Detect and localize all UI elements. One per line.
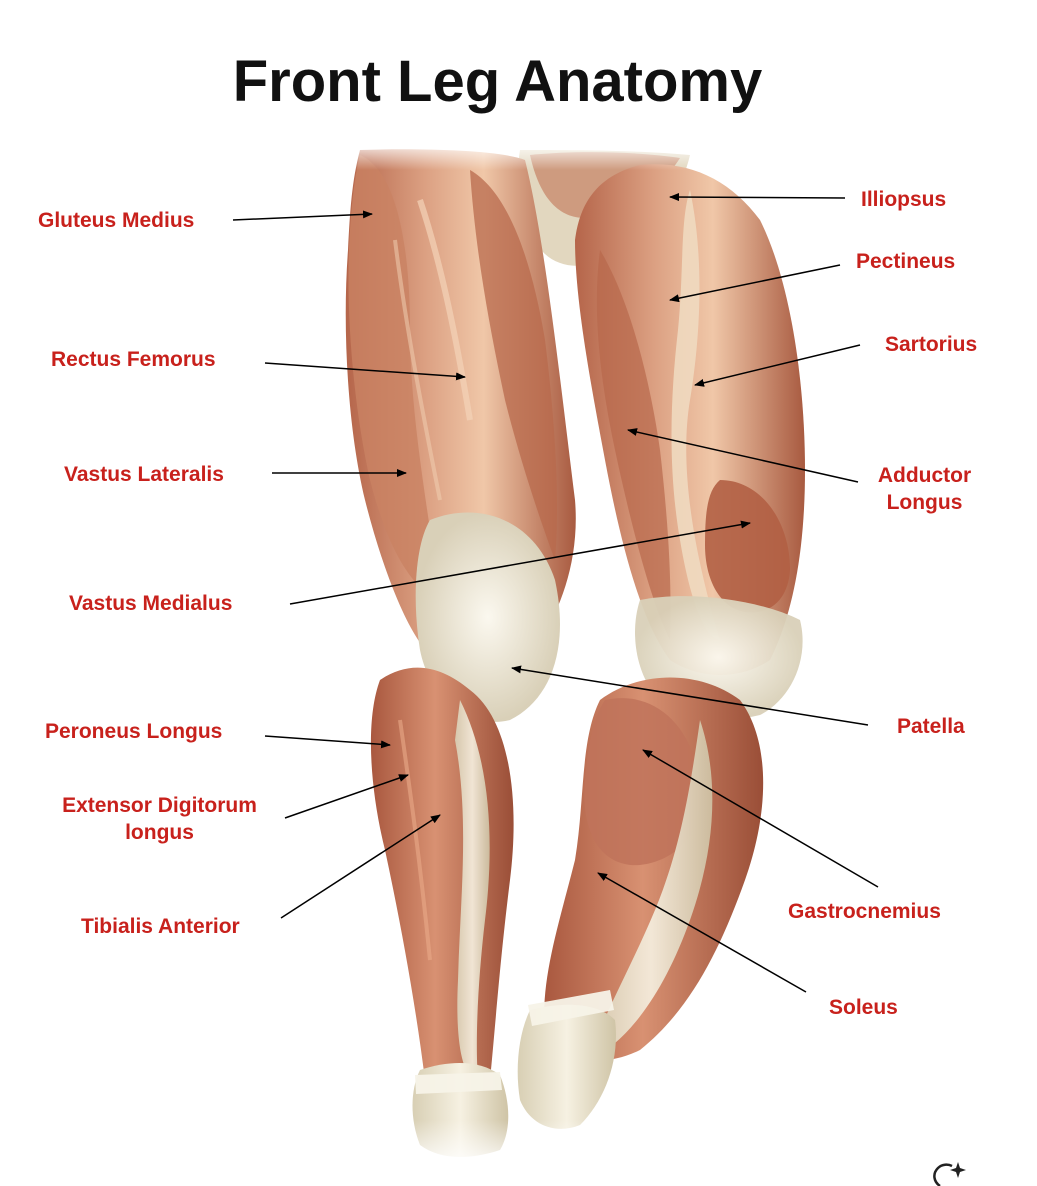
- left-ankle-band: [415, 1072, 502, 1094]
- label-peroneus-longus: Peroneus Longus: [45, 720, 223, 743]
- label-tibialis-anterior: Tibialis Anterior: [81, 915, 240, 938]
- bottom-fade: [380, 1120, 700, 1170]
- label-sartorius: Sartorius: [885, 333, 978, 356]
- label-patella: Patella: [897, 715, 965, 738]
- leader-peroneus-longus: [264, 735, 391, 749]
- left-thigh-striation: [417, 199, 473, 421]
- label-rectus-femorus: Rectus Femorus: [51, 348, 216, 371]
- right-vastus-medialus: [705, 480, 790, 613]
- right-thigh-adductor: [596, 250, 671, 640]
- leader-sartorius: [694, 344, 861, 387]
- leader-extensor-digitorum: [284, 774, 409, 819]
- left-thigh-striation: [393, 239, 442, 501]
- leader-pectineus: [669, 264, 841, 303]
- label-illiopsus: Illiopsus: [861, 188, 947, 211]
- label-vastus-medialus: Vastus Medialus: [69, 592, 233, 615]
- leader-vastus-medialus: [289, 520, 751, 605]
- label-adductor-line1: Adductor: [877, 464, 972, 487]
- right-ankle-band: [528, 990, 614, 1026]
- top-fade: [330, 140, 750, 170]
- leader-patella: [511, 665, 869, 726]
- leader-gastrocnemius: [642, 749, 879, 888]
- left-shin-striation: [398, 719, 432, 961]
- label-adductor-longus: Adductor Longus: [862, 462, 987, 516]
- label-pectineus: Pectineus: [856, 250, 956, 273]
- right-foot: [517, 1004, 616, 1129]
- right-thigh-sartorius: [671, 190, 720, 640]
- right-gastrocnemius: [584, 698, 701, 866]
- leader-gluteus-medius: [232, 210, 373, 221]
- leader-rectus-femorus: [264, 362, 466, 381]
- label-gluteus-medius: Gluteus Medius: [38, 209, 195, 232]
- left-thigh-medial: [470, 170, 557, 560]
- label-adductor-line2: Longus: [886, 491, 963, 514]
- left-shin-tendon: [455, 700, 490, 1080]
- label-extensor-digitorum-line2: longus: [125, 821, 194, 844]
- label-extensor-digitorum-longus: Extensor Digitorum longus: [47, 792, 272, 846]
- leader-soleus: [597, 872, 807, 993]
- sparkle-icon[interactable]: [924, 1162, 966, 1186]
- left-thigh-lateral: [348, 155, 440, 600]
- left-lower-leg: [370, 667, 514, 1088]
- leader-tibialis-anterior: [280, 814, 441, 919]
- label-vastus-lateralis: Vastus Lateralis: [64, 463, 224, 486]
- label-gastrocnemius: Gastrocnemius: [788, 900, 941, 923]
- leader-adductor-longus: [627, 428, 859, 483]
- page-title: Front Leg Anatomy: [232, 49, 763, 114]
- leader-illiopsus: [669, 193, 846, 202]
- label-extensor-digitorum-line1: Extensor Digitorum: [62, 794, 257, 817]
- label-soleus: Soleus: [829, 996, 898, 1019]
